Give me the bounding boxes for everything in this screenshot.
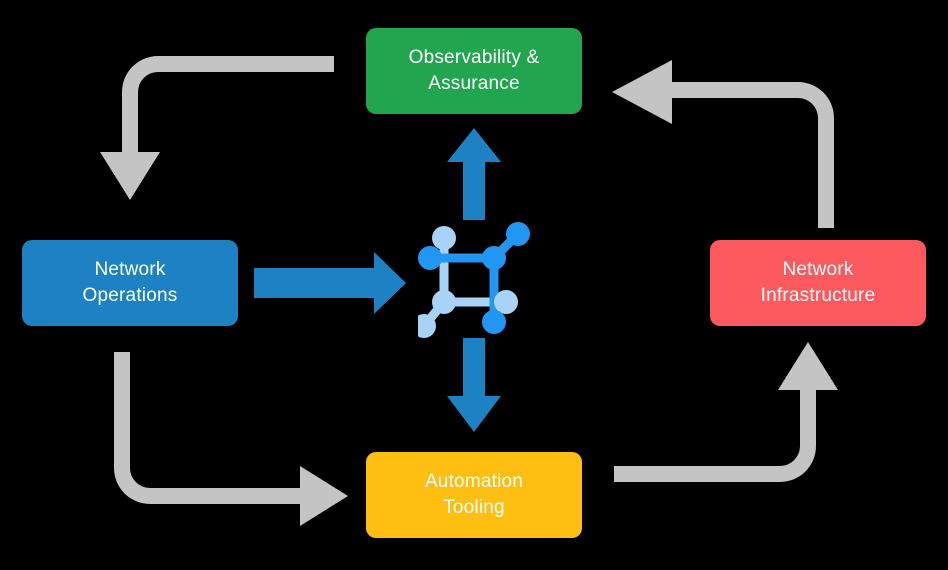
node-box-automation-tooling[interactable]: Automation Tooling	[366, 452, 582, 538]
node-label-network-operations: Network Operations	[82, 259, 178, 306]
blue-arrow-operations-to-center	[254, 252, 406, 314]
gray-arrow-automation-to-infrastructure	[614, 342, 838, 482]
node-box-network-operations[interactable]: Network Operations	[22, 240, 238, 326]
network-icon-light-nodes	[418, 226, 518, 338]
gray-arrow-operations-to-automation	[114, 352, 348, 526]
node-box-observability[interactable]: Observability & Assurance	[366, 28, 582, 114]
network-mesh-icon	[418, 222, 530, 338]
node-label-observability: Observability & Assurance	[408, 47, 540, 94]
node-label-automation-tooling: Automation Tooling	[424, 471, 524, 518]
gray-arrow-observability-to-operations	[100, 56, 334, 200]
gray-arrow-infrastructure-to-observability	[612, 60, 834, 228]
blue-arrow-center-to-observability	[447, 128, 501, 220]
node-label-network-infrastructure: Network Infrastructure	[760, 259, 876, 306]
network-icon-bright-nodes	[418, 222, 530, 334]
node-box-network-infrastructure[interactable]: Network Infrastructure	[710, 240, 926, 326]
blue-arrow-center-to-automation	[447, 338, 501, 432]
